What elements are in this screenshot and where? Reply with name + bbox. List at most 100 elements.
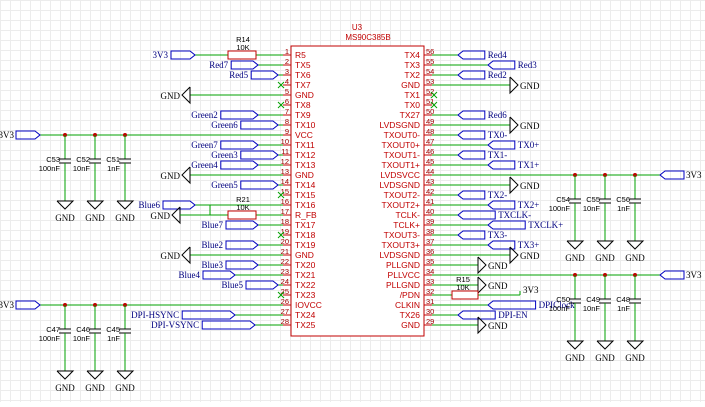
ic-pin-name: TXOUT2- [384,190,421,200]
ic-pin-number: 37 [426,237,434,246]
net-label: Green4 [191,160,218,170]
ground-symbol [596,340,615,350]
cap-value: 10nF [73,334,91,343]
ic-pin-number: 8 [285,117,289,126]
ic-part-number: MS90C385B [345,33,390,42]
ground-symbol [56,370,75,380]
ground-symbol [626,340,645,350]
ic-pin-number: 32 [426,287,434,296]
net-label: TX1+ [518,160,540,170]
gnd-label: GND [151,211,171,221]
ic-pin-name: R_FB [295,210,317,220]
net-flag [457,70,486,80]
ic-pin-name: TX17 [295,220,316,230]
ground-symbol [509,246,519,265]
ic-pin-name: LVDSVCC [380,170,420,180]
ic-pin-number: 56 [426,47,434,56]
net-label: Green6 [211,120,238,130]
net-label: DPI-EN [498,310,528,320]
ic-pin-number: 9 [285,127,289,136]
ground-symbol [509,116,519,135]
ground-symbol [509,76,519,95]
ic-pin-number: 35 [426,257,434,266]
rail-label: 3V3 [0,130,14,140]
ic-pin-number: 53 [426,77,434,86]
net-flag [230,60,259,70]
net-flag [220,110,259,120]
ic-pin-number: 33 [426,277,434,286]
gnd-label: GND [161,91,181,101]
ic-pin-name: TXOUT1- [384,150,421,160]
ic-pin-number: 47 [426,137,434,146]
ic-pin-number: 3 [285,67,289,76]
gnd-label: GND [520,181,540,191]
ic-pin-number: 27 [281,307,289,316]
ic-pin-name: TX10 [295,120,316,130]
no-connect-mark [277,191,285,199]
net-label: TXCLK+ [528,220,563,230]
ground-symbol [596,240,615,250]
cap-ref: C56 [616,195,630,204]
ic-pin-name: CLKIN [395,300,420,310]
net-flag [457,130,486,140]
cap-ref: C55 [586,195,600,204]
rail-label: 3V3 [686,170,702,180]
net-label: TXCLK- [498,210,531,220]
cap-ref: C53 [46,155,60,164]
ground-symbol [566,240,585,250]
gnd-label: GND [520,251,540,261]
ic-pin-number: 21 [281,247,289,256]
resistor-ref: R21 [236,195,250,204]
ic-pin-name: LVDSGND [380,120,420,130]
cap-ref: C45 [106,325,120,334]
net-label: Green3 [211,150,238,160]
ic-pin-name: VCC [295,130,313,140]
net-flag [457,210,496,220]
gnd-label: GND [520,81,540,91]
resistor-body [227,210,257,220]
net-flag [457,110,486,120]
net-label: DPIClock [539,300,576,310]
ic-pin-number: 5 [285,87,289,96]
net-flag [240,150,279,160]
ic-pin-number: 6 [285,97,289,106]
cap-ref: C50 [556,295,570,304]
ground-symbol [626,240,645,250]
ic-pin-name: TX20 [295,260,316,270]
ic-pin-name: IOVCC [295,300,322,310]
ic-pin-name: LVDSGND [380,180,420,190]
net-flag [220,160,259,170]
ic-pin-number: 42 [426,187,434,196]
cap-value: 100nF [549,304,571,313]
gnd-label: GND [625,253,645,263]
ic-pin-name: TX12 [295,150,316,160]
cap-value: 10nF [73,164,91,173]
net-label: DPI-VSYNC [151,320,199,330]
cap-value: 1nF [617,204,630,213]
ic-pin-number: 1 [285,47,289,56]
net-flag [240,120,279,130]
cap-ref: C46 [76,325,90,334]
net-label: Green5 [211,180,238,190]
ic-pin-number: 49 [426,117,434,126]
net-flag [487,240,516,250]
ic-pin-number: 19 [281,227,289,236]
net-label: Blue4 [179,270,201,280]
ic-pin-number: 13 [281,167,289,176]
ic-pin-name: TX24 [295,310,316,320]
ic-pin-number: 50 [426,107,434,116]
net-flag [15,300,41,310]
ground-symbol [566,340,585,350]
ic-pin-number: 7 [285,107,289,116]
ic-pin-name: TX2 [404,70,420,80]
ic-pin-number: 43 [426,177,434,186]
ic-pin-number: 26 [281,297,289,306]
ic-pin-number: 38 [426,227,434,236]
ic-pin-name: TX5 [295,60,311,70]
ic-pin-name: TX16 [295,200,316,210]
cap-ref: C51 [106,155,120,164]
resistor-value: 10K [236,43,249,52]
ic-pin-name: PLLVCC [388,270,420,280]
ic-pin-number: 15 [281,187,289,196]
